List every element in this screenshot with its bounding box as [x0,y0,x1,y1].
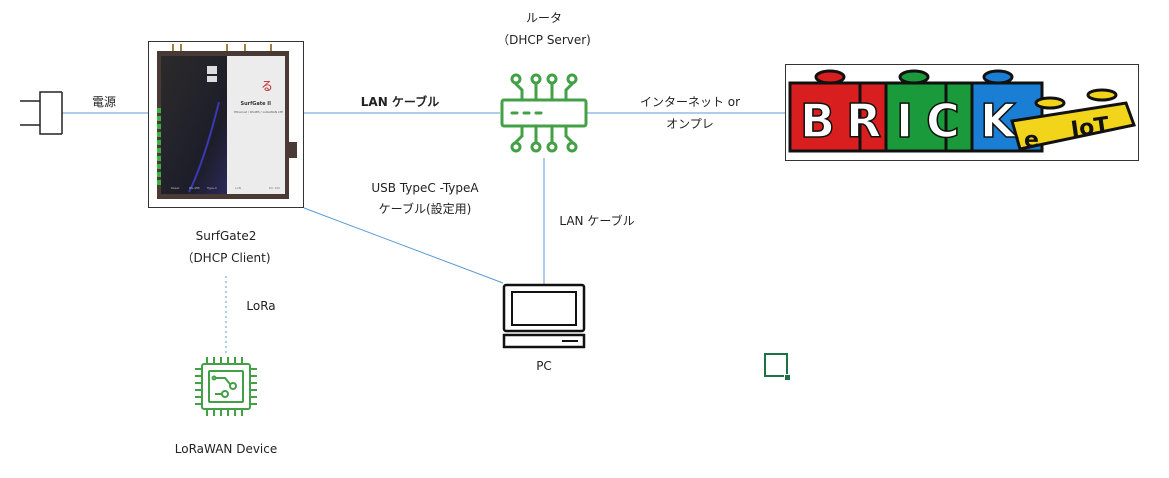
port-label: LAN [235,186,241,190]
brick-letter: C [926,94,960,148]
port-label: Reset [171,186,180,190]
usb-line [303,207,504,284]
internet-label-line1: インターネット or [639,95,741,109]
brand-mark: る [261,79,273,93]
lan-cable-label-top: LAN ケーブル [360,95,440,109]
brick-letter: K [980,94,1018,148]
chip-icon [195,357,257,416]
brick-letter: I [896,94,913,148]
brick-letter: R [846,94,881,148]
power-label: 電源 [91,95,116,109]
lora-label: LoRa [246,299,276,313]
usb-cable-label-line2: ケーブル(設定用) [378,202,472,216]
selected-cell-box[interactable] [764,353,788,377]
brick-sub-letter: e [1024,128,1039,153]
lan-cable-label-vertical: LAN ケーブル [559,214,635,228]
product-name: SurfGate II [240,101,271,107]
brick-sub-letter: IoT [1069,113,1110,143]
surfgate-device-image: る SurfGate II Ethernet / RS485 / LoRaWAN… [148,41,304,208]
brick-eiot-logo: B R I C K e IoT [785,64,1139,161]
usb-cable-label-line1: USB TypeC -TypeA [371,181,479,195]
router-circuit-icon [500,73,588,153]
pc-label: PC [536,359,552,373]
router-subtitle: （DHCP Server) [497,33,591,47]
connectors [62,112,785,356]
laptop-icon [502,283,586,349]
surfgate-device-drawing: る SurfGate II Ethernet / RS485 / LoRaWAN… [157,44,297,199]
selection-fill-handle[interactable] [784,374,791,381]
surfgate-subtitle: （DHCP Client) [181,251,271,265]
surfgate-name: SurfGate2 [195,229,257,243]
router-title: ルータ [525,11,562,25]
port-label: Type-C [206,186,217,190]
product-desc: Ethernet / RS485 / LoRaWAN LTE [234,110,283,114]
brick-letter: B [800,94,835,148]
port-label: RS-485 [189,186,200,190]
lorawan-device-label: LoRaWAN Device [174,442,278,456]
internet-label-line2: オンプレ [666,117,714,131]
port-label: DC 12V [269,186,281,190]
brick-logo-drawing: B R I C K e IoT [788,69,1137,153]
plug-icon [20,91,63,135]
